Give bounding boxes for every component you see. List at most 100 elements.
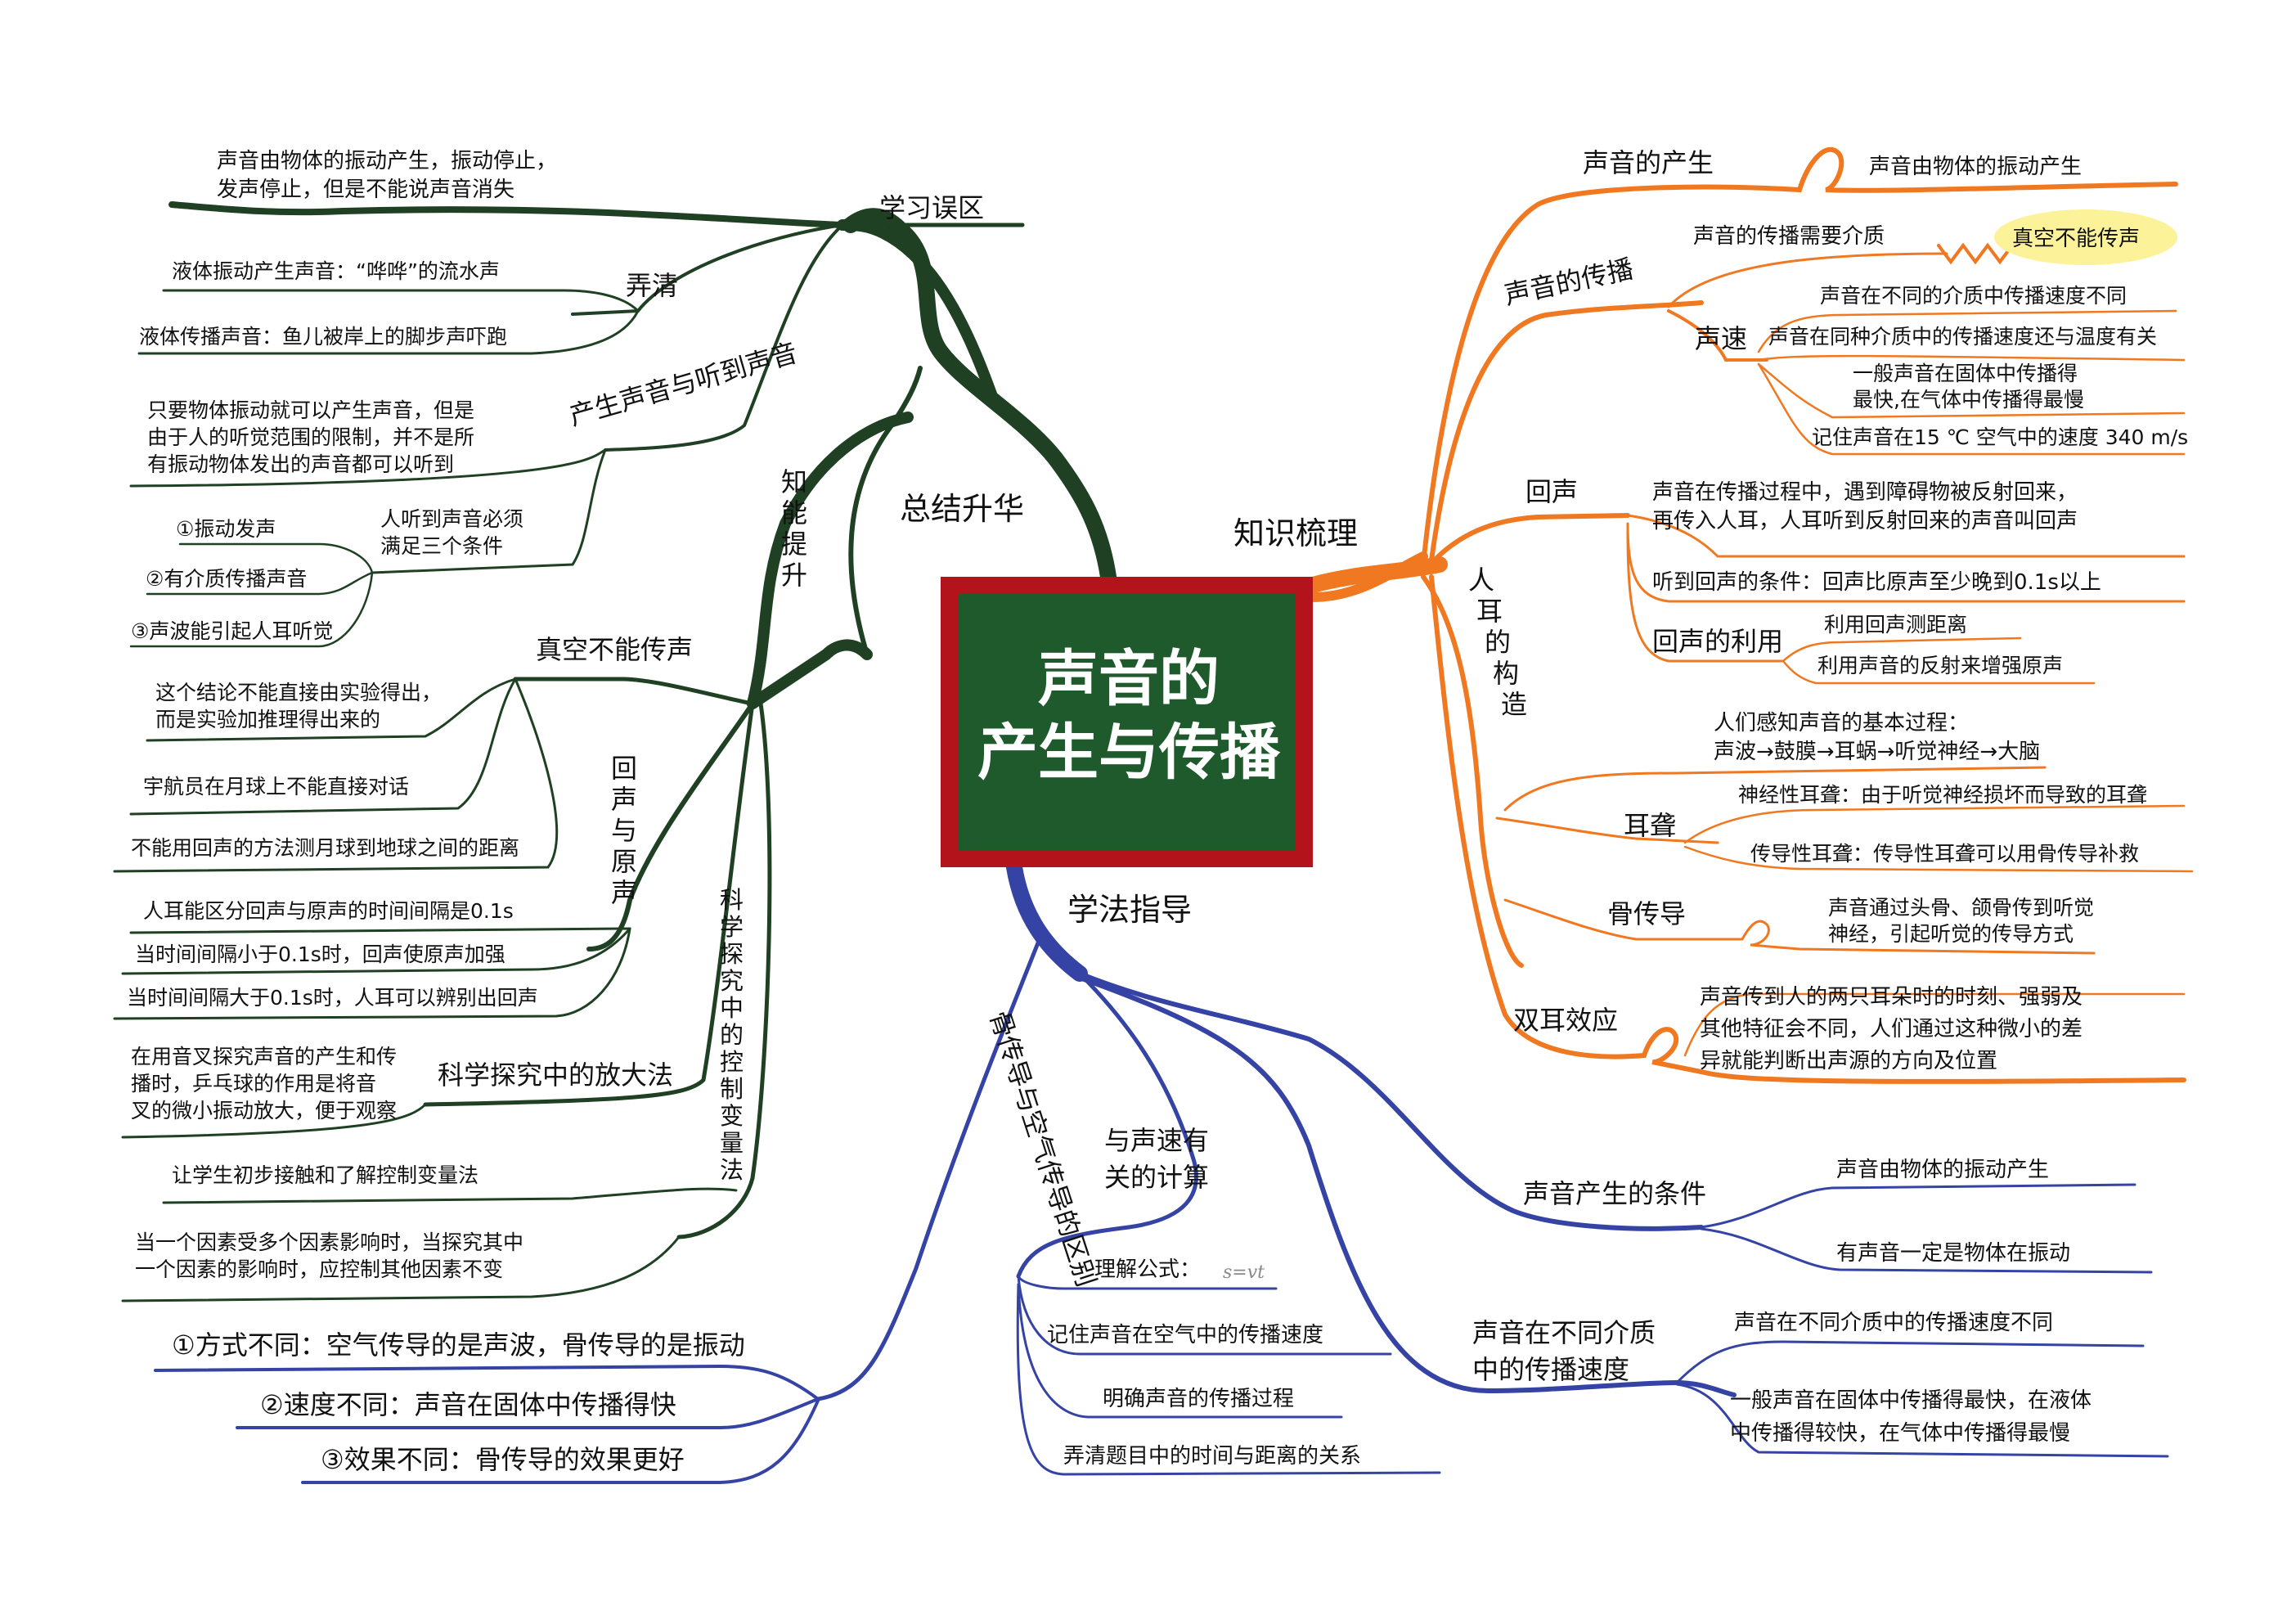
ear-label: 人 耳 的 构 造 bbox=[1468, 565, 1527, 720]
ability-echo-line bbox=[586, 701, 755, 951]
ability-control-label-char: 变 bbox=[720, 1102, 744, 1130]
speed-media-item1-line bbox=[1675, 1340, 2145, 1384]
deafness-item1: 神经性耳聋：由于听觉神经损坏而导致的耳聋 bbox=[1738, 783, 2147, 807]
binaural-text-line1: 声音传到人的两只耳朵时的时刻、强弱及 bbox=[1700, 985, 2083, 1010]
hearing-text-line1: 只要物体振动就可以产生声音，但是 bbox=[147, 398, 474, 422]
binaural-text-line3: 异就能判断出声源的方向及位置 bbox=[1700, 1049, 1997, 1073]
green-branch: 总结升华 学习误区 声音由物体的振动产生，振动停止， 发声停止，但是不能说声音消… bbox=[127, 149, 1024, 1281]
condition-item1: ①振动发声 bbox=[176, 517, 276, 541]
bone-vs-air-item3-line bbox=[301, 1399, 820, 1484]
ability-vacuum-item2-line bbox=[129, 677, 517, 816]
clarify-item1: 液体振动产生声音：“哗哗”的流水声 bbox=[172, 259, 500, 283]
speed-item3-line bbox=[1757, 362, 2186, 419]
propagation-medium: 声音的传播需要介质 bbox=[1693, 224, 1885, 249]
clarify-line bbox=[571, 223, 844, 316]
center-board-face bbox=[959, 594, 1295, 850]
speed-media-label-line2: 中的传播速度 bbox=[1472, 1354, 1629, 1385]
ability-echo-label-char: 与 bbox=[611, 815, 637, 846]
binaural-line bbox=[1429, 574, 2186, 1084]
conditions-branch-label: 声音产生的条件 bbox=[1523, 1178, 1706, 1209]
ability-magnify-text-line bbox=[121, 1103, 427, 1139]
ability-echo-label: 回 声 与 原 声 bbox=[611, 753, 637, 908]
echo-use2-line bbox=[1782, 659, 2096, 685]
ability-control-item1-line bbox=[162, 1187, 738, 1204]
orange-trunk-line-2 bbox=[1308, 551, 1428, 602]
clarify-item1-line bbox=[162, 289, 640, 313]
speed-media-item2-line2: 中传播得较快，在气体中传播得最慢 bbox=[1730, 1421, 2070, 1446]
ear-process-line2: 声波→鼓膜→耳蜗→听觉神经→大脑 bbox=[1714, 740, 2040, 764]
ability-magnify-line bbox=[423, 701, 755, 1107]
echo-uses-label: 回声的利用 bbox=[1652, 626, 1783, 657]
calc-line bbox=[1016, 971, 1198, 1279]
calc-item1-line bbox=[1017, 1275, 1392, 1356]
conditions-item1-line bbox=[1700, 1183, 2136, 1229]
blue-branch-lines bbox=[154, 859, 2169, 1484]
conditions-line bbox=[371, 448, 607, 574]
condition2-line bbox=[146, 571, 374, 596]
ear-label-char: 人 bbox=[1468, 565, 1494, 596]
ability-branch-line bbox=[848, 366, 923, 657]
binaural-label: 双耳效应 bbox=[1513, 1005, 1618, 1036]
ability-magnify-text-line3: 叉的微小振动放大，便于观察 bbox=[131, 1099, 397, 1122]
ability-label-char: 提 bbox=[781, 529, 807, 560]
hearing-label: 产生声音与听到声音 bbox=[566, 337, 801, 432]
ability-echo-item1: 人耳能区分回声与原声的时间间隔是0.1s bbox=[143, 899, 514, 923]
echo-def-line bbox=[1626, 514, 2186, 558]
ear-line bbox=[1421, 574, 1524, 968]
bone-vs-air-item3: ③效果不同：骨传导的效果更好 bbox=[321, 1444, 685, 1475]
echo-use1-line bbox=[1782, 637, 2022, 663]
calc-item3-line bbox=[1016, 1283, 1441, 1476]
orange-branch-lines bbox=[1305, 146, 2194, 1084]
ability-vacuum-item3: 不能用回声的方法测月球到地球之间的距离 bbox=[131, 836, 519, 860]
ability-echo-label-char: 声 bbox=[611, 784, 637, 815]
echo-condition: 听到回声的条件：回声比原声至少晚到0.1s以上 bbox=[1652, 570, 2101, 595]
ability-control-item2-line bbox=[121, 1235, 681, 1302]
ability-vacuum-item2: 宇航员在月球上不能直接对话 bbox=[143, 775, 409, 799]
ability-control-label-char: 学 bbox=[720, 913, 744, 941]
blue-branch: 学法指导 骨传导与空气传导的区别 ①方式不同：空气传导的是声波，骨传导的是振动 … bbox=[172, 892, 2092, 1475]
ability-echo-item2-line bbox=[121, 927, 631, 975]
deafness-item2-line bbox=[1683, 845, 2194, 873]
ability-magnify-text-line2: 播时，乒乓球的作用是将音 bbox=[131, 1072, 376, 1095]
hearing-text-line bbox=[129, 448, 607, 488]
bone-text-line2: 神经，引起听觉的传导方式 bbox=[1828, 922, 2074, 946]
misconception-line1: 声音由物体的振动产生，振动停止， bbox=[217, 149, 557, 173]
ability-control-line bbox=[676, 701, 772, 1239]
conditions-item2: 有声音一定是物体在振动 bbox=[1836, 1241, 2070, 1266]
green-branch-lines bbox=[113, 201, 1117, 1302]
clarify-item2: 液体传播声音：鱼儿被岸上的脚步声吓跑 bbox=[139, 325, 507, 349]
ability-echo-item3: 当时间间隔大于0.1s时，人耳可以辨别出回声 bbox=[127, 986, 538, 1010]
center-board: 声音的 产生与传播 bbox=[941, 577, 1313, 867]
ability-echo-label-char: 声 bbox=[611, 877, 637, 908]
calc-formula: s=vt bbox=[1223, 1262, 1265, 1283]
binaural-text-line bbox=[1683, 992, 2186, 1057]
ability-control-label-char: 法 bbox=[720, 1156, 744, 1184]
conditions-branch-line bbox=[1077, 971, 1704, 1231]
ability-vacuum-label: 真空不能传声 bbox=[536, 634, 693, 665]
calc-item1: 记住声音在空气中的传播速度 bbox=[1047, 1323, 1323, 1347]
ear-label-char: 的 bbox=[1485, 627, 1511, 658]
green-trunk-line bbox=[842, 208, 1117, 585]
ability-trunk-line-2 bbox=[747, 412, 914, 709]
ability-control-item1: 让学生初步接触和了解控制变量法 bbox=[172, 1163, 479, 1187]
speed-item3-line2: 最快,在气体中传播得最慢 bbox=[1853, 388, 2084, 412]
propagation-vacuum: 真空不能传声 bbox=[2012, 227, 2140, 251]
bone-vs-air-item1-line bbox=[154, 1364, 820, 1401]
ability-control-label-char: 探 bbox=[720, 940, 744, 968]
echo-def-line2: 再传入人耳，人耳听到反射回来的声音叫回声 bbox=[1652, 509, 2078, 533]
ability-vacuum-line bbox=[513, 677, 755, 706]
ear-process-line1: 人们感知声音的基本过程： bbox=[1714, 711, 1969, 736]
ability-control-label-char: 中 bbox=[720, 994, 744, 1022]
echo-def-line1: 声音在传播过程中，遇到障碍物被反射回来， bbox=[1652, 480, 2078, 505]
speed-line bbox=[1667, 309, 1768, 362]
conditions-label-line2: 满足三个条件 bbox=[380, 534, 503, 558]
ability-echo-label-char: 回 bbox=[611, 753, 637, 784]
speed-media-item2-line bbox=[1675, 1383, 2169, 1458]
bone-vs-air-item2-line bbox=[236, 1397, 820, 1429]
deafness-line bbox=[1495, 816, 1719, 844]
misconception-line bbox=[168, 201, 846, 228]
ability-trunk-line bbox=[747, 639, 873, 709]
bone-vs-air-line bbox=[816, 938, 1041, 1401]
hearing-line bbox=[604, 223, 844, 452]
calc-label-line2: 关的计算 bbox=[1104, 1162, 1209, 1193]
